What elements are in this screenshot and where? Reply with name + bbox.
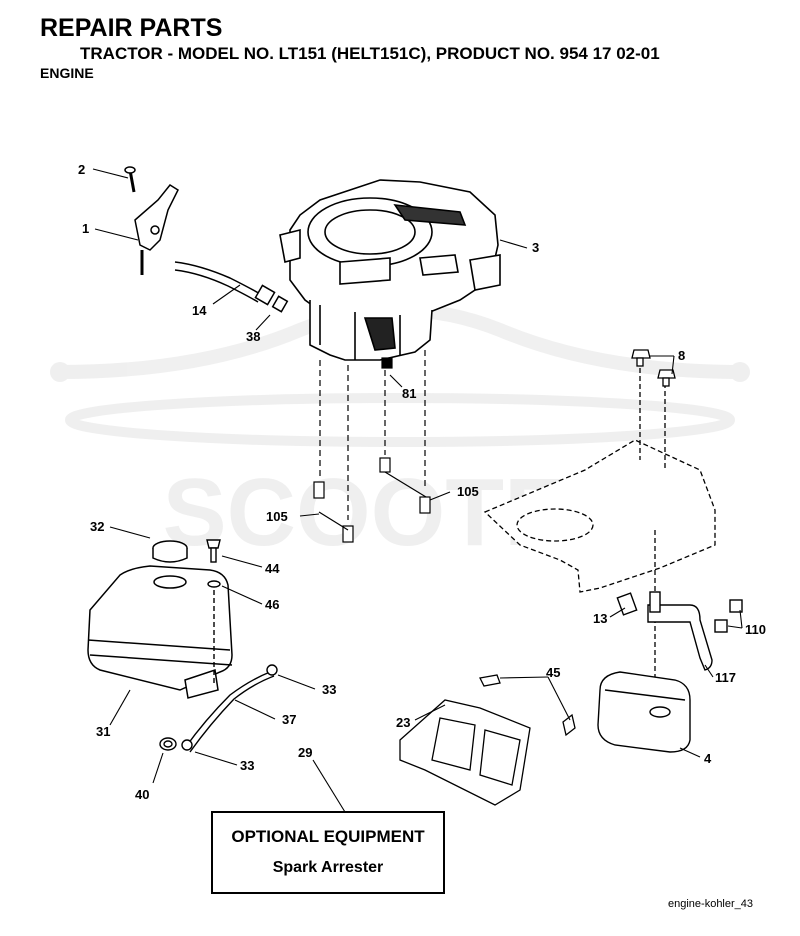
callout-81: 81 xyxy=(402,386,416,401)
callout-40: 40 xyxy=(135,787,149,802)
shield-plate xyxy=(399,674,576,806)
mounting-bolts xyxy=(313,350,431,543)
engine-assembly xyxy=(279,179,501,361)
callout-105-right: 105 xyxy=(457,484,479,499)
callout-38: 38 xyxy=(246,329,260,344)
throttle-bracket xyxy=(124,166,179,275)
optional-equipment-box: OPTIONAL EQUIPMENT Spark Arrester xyxy=(211,811,445,894)
callout-1: 1 xyxy=(82,221,89,236)
callout-44: 44 xyxy=(265,561,280,576)
callout-33-bottom: 33 xyxy=(240,758,254,773)
callout-2: 2 xyxy=(78,162,85,177)
callout-29: 29 xyxy=(298,745,312,760)
callout-117: 117 xyxy=(715,670,736,685)
callout-23: 23 xyxy=(396,715,410,730)
diagram-reference: engine-kohler_43 xyxy=(668,898,754,910)
callout-45: 45 xyxy=(546,665,560,680)
fuel-hose xyxy=(159,664,278,753)
callout-32: 32 xyxy=(90,519,104,534)
callout-37: 37 xyxy=(282,712,296,727)
callout-3: 3 xyxy=(532,240,539,255)
model-subtitle: TRACTOR - MODEL NO. LT151 (HELT151C), PR… xyxy=(80,44,660,63)
frame-plate xyxy=(483,349,716,700)
callout-31: 31 xyxy=(96,724,110,739)
page-title: REPAIR PARTS xyxy=(40,14,223,42)
spark-arrester-label: Spark Arrester xyxy=(272,859,384,876)
muffler-assembly xyxy=(597,591,743,753)
callout-labels: 2 1 3 14 38 81 8 105 105 32 44 46 33 37 … xyxy=(78,162,766,802)
callout-105-left: 105 xyxy=(266,509,288,524)
callout-4: 4 xyxy=(704,751,712,766)
optional-equipment-title: OPTIONAL EQUIPMENT xyxy=(231,827,425,846)
callout-13: 13 xyxy=(593,611,607,626)
callout-14: 14 xyxy=(192,303,207,318)
tank-screw xyxy=(206,539,221,685)
callout-46: 46 xyxy=(265,597,279,612)
callout-33-top: 33 xyxy=(322,682,336,697)
fuel-line xyxy=(174,261,289,313)
fuel-tank xyxy=(87,540,233,699)
leader-lines xyxy=(92,168,743,813)
callout-8: 8 xyxy=(678,348,685,363)
callout-110: 110 xyxy=(745,622,766,637)
section-label: ENGINE xyxy=(40,65,94,81)
